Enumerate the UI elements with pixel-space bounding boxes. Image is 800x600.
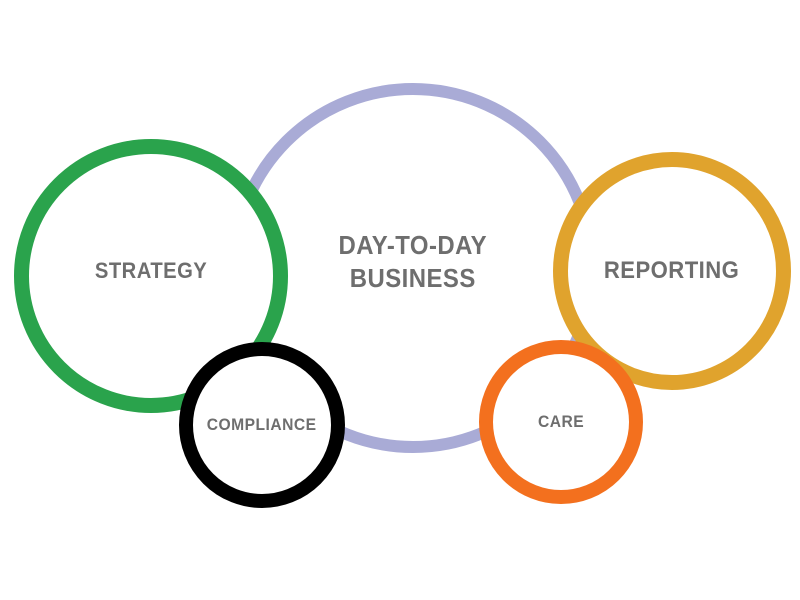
compliance-label: COMPLIANCE	[207, 414, 317, 434]
strategy-label: STRATEGY	[94, 257, 208, 283]
reporting-label: REPORTING	[604, 256, 740, 284]
day-to-day-business-label-line-2: BUSINESS	[350, 263, 476, 293]
circle-compliance: COMPLIANCE	[179, 342, 345, 508]
day-to-day-business-label: DAY-TO-DAY BUSINESS	[339, 229, 488, 295]
circle-care: CARE	[479, 340, 643, 504]
care-label: CARE	[537, 411, 585, 431]
day-to-day-business-label-line-1: DAY-TO-DAY	[338, 230, 488, 260]
